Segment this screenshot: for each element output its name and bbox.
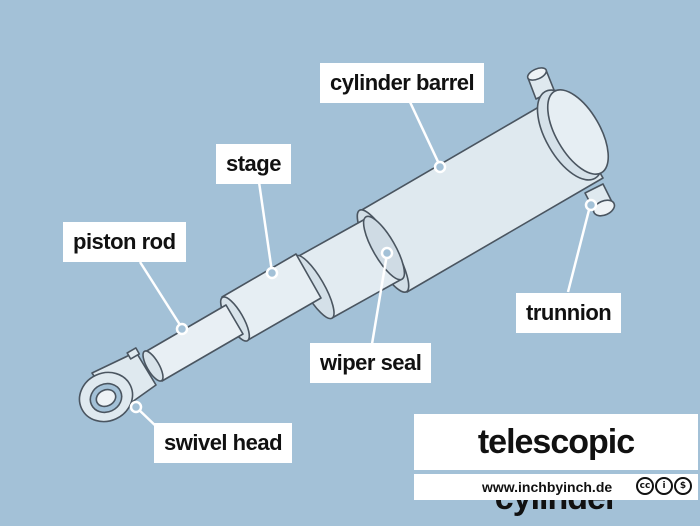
label-piston-rod: piston rod bbox=[63, 222, 186, 262]
leader-lines bbox=[135, 101, 592, 431]
nc-icon: $ bbox=[674, 477, 692, 495]
label-swivel-head: swivel head bbox=[154, 423, 293, 463]
label-stage: stage bbox=[216, 144, 291, 184]
cc-icon: cc bbox=[636, 477, 654, 495]
label-wiper-seal: wiper seal bbox=[310, 343, 432, 383]
leader-dots bbox=[129, 160, 598, 414]
credit-url[interactable]: www.inchbyinch.de bbox=[482, 479, 613, 495]
swivel-head-shape bbox=[78, 347, 157, 423]
by-icon: i bbox=[655, 477, 673, 495]
piston-rod-shape bbox=[142, 304, 244, 382]
label-trunnion: trunnion bbox=[516, 293, 622, 333]
label-cylinder-barrel: cylinder barrel bbox=[320, 63, 485, 103]
diagram-title: telescopic cylinder bbox=[414, 414, 698, 517]
